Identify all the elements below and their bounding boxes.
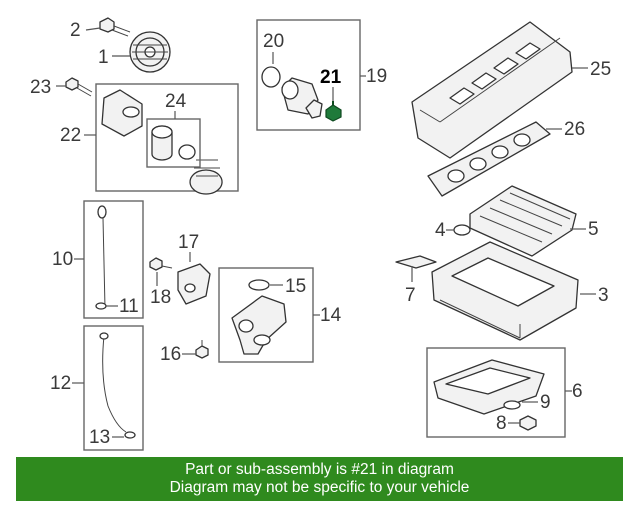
drain-plug-part-8[interactable] bbox=[519, 415, 537, 431]
oil-pump-part-14[interactable] bbox=[231, 295, 287, 355]
adapter-housing-part-19[interactable] bbox=[281, 77, 323, 119]
footer-line-2: Diagram may not be specific to your vehi… bbox=[169, 479, 470, 496]
callout-15[interactable]: 15 bbox=[285, 276, 306, 297]
callout-3[interactable]: 3 bbox=[598, 285, 609, 306]
callout-19[interactable]: 19 bbox=[366, 66, 387, 87]
callout-16[interactable]: 16 bbox=[160, 344, 181, 365]
sensor-group-box-19 bbox=[256, 19, 361, 131]
mount-bracket-part-17[interactable] bbox=[177, 263, 211, 305]
gasket-part-15[interactable] bbox=[248, 279, 270, 291]
dipstick-part-10[interactable] bbox=[97, 205, 107, 309]
callout-8[interactable]: 8 bbox=[496, 413, 507, 434]
oil-filter-group-box-22 bbox=[95, 83, 239, 192]
bolt-part-18[interactable] bbox=[149, 257, 173, 271]
callout-9[interactable]: 9 bbox=[540, 392, 551, 413]
callout-6[interactable]: 6 bbox=[572, 381, 583, 402]
filter-element-box-24 bbox=[146, 118, 201, 168]
bolt-part-23[interactable] bbox=[65, 77, 93, 97]
footer-banner: Part or sub-assembly is #21 in diagram D… bbox=[16, 457, 623, 501]
callout-25[interactable]: 25 bbox=[590, 59, 611, 80]
intake-manifold-part-25[interactable] bbox=[411, 21, 573, 159]
callout-24[interactable]: 24 bbox=[165, 91, 187, 112]
oil-filter-housing-part-22[interactable] bbox=[101, 89, 223, 195]
footer-line-1: Part or sub-assembly is #21 in diagram bbox=[185, 461, 454, 478]
callout-11[interactable]: 11 bbox=[119, 296, 139, 317]
bolt-part-2[interactable] bbox=[99, 17, 131, 37]
callout-20[interactable]: 20 bbox=[263, 31, 284, 52]
callout-2[interactable]: 2 bbox=[70, 20, 81, 41]
upper-oil-pan-part-3[interactable] bbox=[431, 241, 579, 341]
baffle-plate-part-5[interactable] bbox=[469, 185, 577, 257]
callout-21[interactable]: 21 bbox=[320, 67, 342, 88]
drain-gasket-part-9[interactable] bbox=[503, 400, 521, 410]
o-ring-part-11[interactable] bbox=[95, 302, 107, 310]
oil-filter-element-part-24[interactable] bbox=[151, 125, 196, 161]
callout-7[interactable]: 7 bbox=[405, 285, 416, 306]
dipstick-tube-part-12[interactable] bbox=[99, 332, 127, 433]
callout-13[interactable]: 13 bbox=[89, 427, 110, 448]
callout-5[interactable]: 5 bbox=[588, 219, 599, 240]
lower-oil-pan-part-6[interactable] bbox=[433, 359, 545, 415]
o-ring-part-4[interactable] bbox=[453, 224, 471, 236]
callout-22[interactable]: 22 bbox=[60, 125, 81, 146]
callout-12[interactable]: 12 bbox=[50, 373, 71, 394]
o-ring-part-13[interactable] bbox=[124, 431, 136, 439]
o-ring-part-20[interactable] bbox=[261, 66, 281, 88]
callout-4[interactable]: 4 bbox=[435, 220, 446, 241]
oil-pressure-sensor-part-21[interactable] bbox=[325, 101, 342, 122]
lower-oil-pan-box-6 bbox=[426, 347, 566, 438]
intake-gasket-part-26[interactable] bbox=[427, 121, 551, 197]
callout-18[interactable]: 18 bbox=[150, 287, 171, 308]
callout-26[interactable]: 26 bbox=[564, 119, 585, 140]
callout-23[interactable]: 23 bbox=[30, 77, 51, 98]
dipstick-tube-box-12 bbox=[83, 325, 144, 451]
callout-1[interactable]: 1 bbox=[98, 47, 109, 68]
callout-10[interactable]: 10 bbox=[52, 249, 73, 270]
bolt-part-16[interactable] bbox=[195, 340, 209, 359]
callout-14[interactable]: 14 bbox=[320, 305, 342, 326]
crankshaft-pulley-part-1[interactable] bbox=[129, 31, 171, 73]
callout-17[interactable]: 17 bbox=[178, 232, 199, 253]
bracket-part-7[interactable] bbox=[395, 255, 437, 269]
